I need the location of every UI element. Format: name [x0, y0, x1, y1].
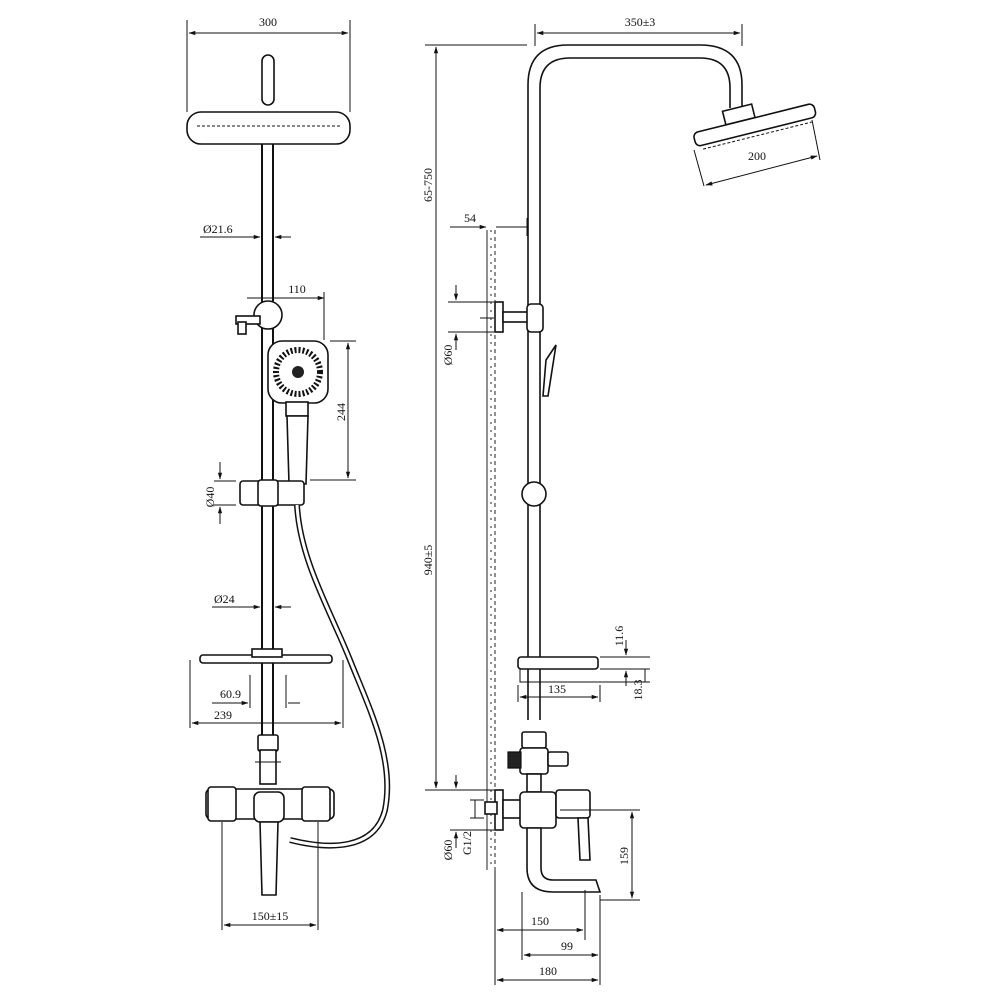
- dim-label: 180: [539, 964, 557, 978]
- dim-label: G1/2: [460, 831, 474, 855]
- dim-label: 99: [561, 939, 573, 953]
- dim-handshower-height: 244: [310, 340, 356, 481]
- wall-hatch: [486, 230, 496, 870]
- dim-bracket-dia: Ø60: [441, 285, 494, 365]
- dim-label: 110: [288, 282, 306, 296]
- tub-spout-front: [259, 821, 279, 896]
- dim-label: 150±15: [252, 909, 289, 923]
- dim-shelf-side: 11.6 135 18.3: [517, 626, 650, 702]
- riser-arm: [527, 44, 743, 720]
- dim-spout-height: 159: [560, 809, 640, 901]
- dim-label: Ø21.6: [203, 222, 233, 236]
- upper-bracket-plate: [494, 301, 504, 333]
- dim-wall-offset: 54: [450, 211, 528, 236]
- slide-knob: [521, 481, 547, 507]
- dim-label: 300: [259, 15, 277, 29]
- dim-label: Ø24: [214, 592, 235, 606]
- dim-label: 60.9: [220, 687, 241, 701]
- dim-holder-dia: Ø40: [203, 462, 236, 524]
- overhead-shower-front: [186, 111, 351, 145]
- dim-label: 239: [214, 708, 232, 722]
- dim-shelf-width: 239: [189, 660, 344, 728]
- dim-label: 150: [531, 914, 549, 928]
- dim-arm-reach: 350±3: [534, 15, 743, 46]
- mixer-handle: [577, 817, 591, 861]
- dim-label: 65-750: [421, 168, 435, 202]
- hand-shower-handle: [286, 415, 309, 485]
- dim-label: 940±5: [421, 545, 435, 576]
- tub-spout-side: [526, 827, 602, 893]
- mixer-body-side: [519, 791, 557, 829]
- wall-bracket: [253, 300, 283, 330]
- dim-label: Ø60: [441, 345, 455, 366]
- dim-depths: 150 99 180: [494, 870, 601, 985]
- dim-label: 54: [464, 211, 476, 225]
- dim-valve-centers: 150±15: [221, 822, 319, 930]
- dim-label: Ø60: [441, 840, 455, 861]
- dim-label: 135: [548, 682, 566, 696]
- diverter-knob: [257, 734, 279, 752]
- dim-escutcheon: Ø60 G1/2: [441, 775, 494, 860]
- shelf-side: [517, 656, 599, 670]
- dim-head-dia: 200: [693, 119, 821, 187]
- overhead-shower-side: [693, 103, 817, 150]
- slide-lever: [542, 344, 557, 397]
- dim-pipe-lower: Ø24: [212, 592, 291, 610]
- front-view: 300 Ø21.6 110 244: [186, 15, 391, 930]
- dim-total-height: 65-750 940±5: [421, 44, 527, 791]
- dim-head-width: 300: [186, 15, 351, 112]
- dim-shelf-inner: 60.9: [212, 675, 300, 708]
- dim-label: 244: [334, 403, 348, 421]
- dim-label: 11.6: [612, 626, 626, 647]
- dim-label: 18.3: [631, 680, 645, 701]
- side-view: 350±3 200 65-750 940±5 54: [421, 15, 821, 985]
- dim-handshower-offset: 110: [247, 282, 325, 340]
- diverter-side: [521, 731, 547, 749]
- dim-label: 200: [748, 149, 766, 163]
- hand-shower-nozzles: [273, 347, 323, 397]
- dim-pipe-upper: Ø21.6: [200, 222, 291, 240]
- dim-label: Ø40: [203, 487, 217, 508]
- dim-label: 159: [617, 847, 631, 865]
- dim-label: 350±3: [625, 15, 656, 29]
